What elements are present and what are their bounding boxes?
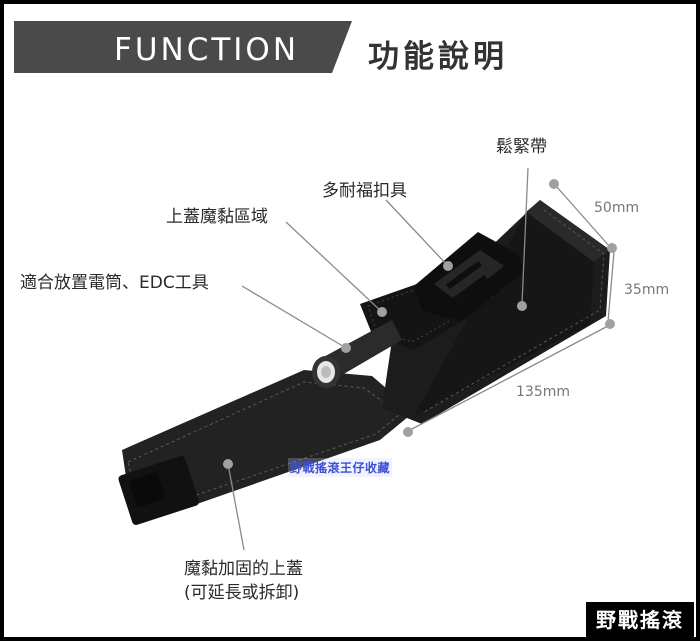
callout-loosen-strap: 鬆緊帶 [496,137,547,157]
buckle [414,232,524,322]
banner-shape [14,21,352,73]
callout-buckle: 多耐福扣具 [322,181,407,201]
callout-dots [223,179,617,469]
callout-flashlight-fit: 適合放置電筒、EDC工具 [20,273,209,293]
header-title: FUNCTION [114,32,300,68]
callout-top-velcro-area: 上蓋魔黏區域 [166,207,268,227]
velcro-flap [118,370,414,525]
brand-logo: 野戰搖滾 [586,602,694,638]
dimension-depth: 35mm [624,282,670,298]
leader-lines [227,167,615,551]
pouch-body [382,200,610,424]
watermark-text: 野戰搖滾王仔收藏 [288,458,393,477]
header-banner: FUNCTION [18,25,356,77]
dimension-length: 135mm [516,384,570,400]
product-panel: FUNCTION 功能說明 鬆緊帶 多耐福扣具 上蓋魔黏區域 適合放置電筒、ED… [4,4,696,637]
callout-velcro-flap-line1: 魔黏加固的上蓋 [184,559,303,579]
product-illustration [14,21,617,551]
header-subtitle: 功能說明 [368,39,508,75]
callout-velcro-flap-line2: (可延長或拆卸) [184,583,300,603]
dimension-width: 50mm [594,200,640,216]
flashlight [312,320,402,388]
